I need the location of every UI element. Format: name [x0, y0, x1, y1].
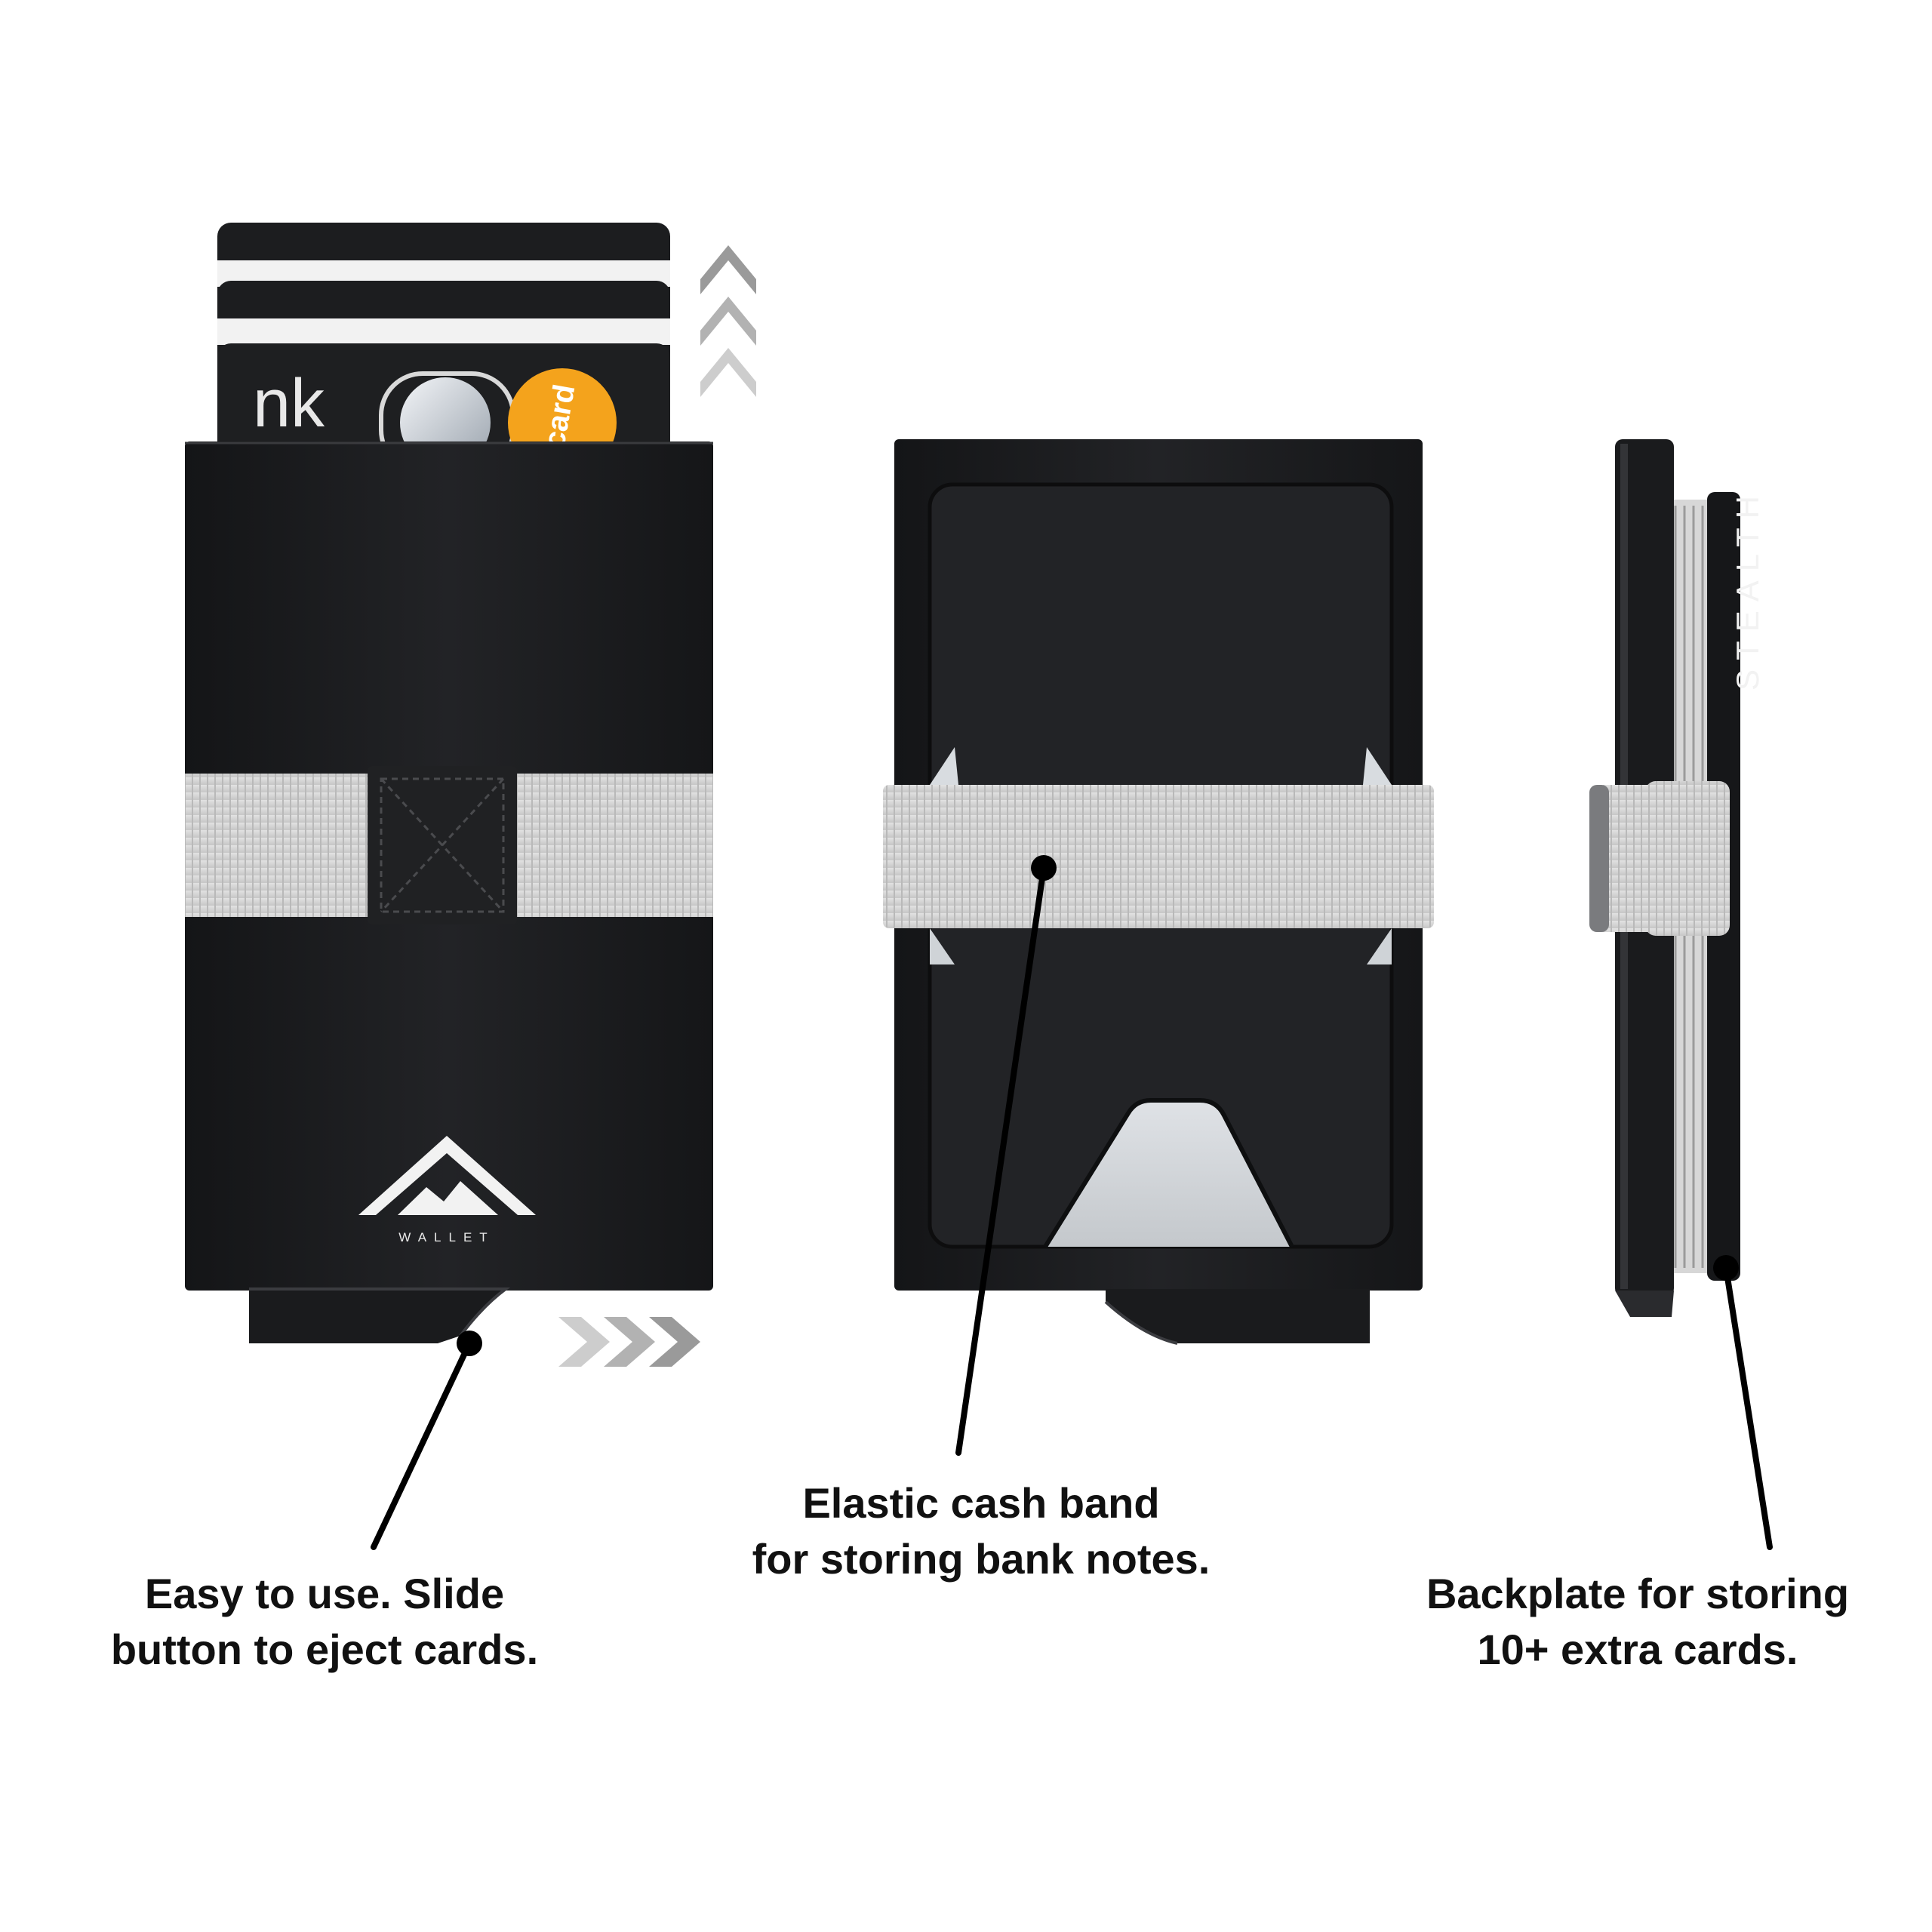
caption-slide-eject: Easy to use. Slide button to eject cards… [60, 1566, 589, 1678]
card-slot [1045, 1100, 1292, 1247]
caption-slide-line1: Easy to use. Slide [144, 1570, 505, 1617]
leather-tab [368, 766, 517, 924]
chevron-right-icon [558, 1317, 700, 1367]
card-partial-text: nk [253, 366, 325, 441]
chevron-up-icon [700, 245, 756, 397]
left-callout-line [371, 1340, 472, 1550]
left-wallet: nk rcard WALLET [185, 223, 756, 1550]
side-elastic-band [1598, 785, 1659, 932]
right-callout-line [1723, 1265, 1773, 1550]
wallet-logo-text: WALLET [398, 1230, 494, 1244]
middle-callout-line [955, 865, 1047, 1456]
caption-slide-line2: button to eject cards. [110, 1626, 539, 1673]
right-wallet-side: STEALTH [1589, 439, 1773, 1550]
mountain-logo-icon [358, 1136, 536, 1215]
caption-backplate-line2: 10+ extra cards. [1477, 1626, 1798, 1673]
caption-backplate: Backplate for storing 10+ extra cards. [1374, 1566, 1902, 1678]
brand-side-text: STEALTH [1730, 487, 1765, 691]
caption-backplate-line1: Backplate for storing [1426, 1570, 1850, 1617]
middle-wallet [883, 439, 1434, 1456]
caption-band-line1: Elastic cash band [802, 1479, 1160, 1527]
caption-cash-band: Elastic cash band for storing bank notes… [702, 1475, 1260, 1587]
caption-band-line2: for storing bank notes. [752, 1535, 1211, 1583]
slide-button [249, 1289, 506, 1343]
cash-elastic-band [883, 785, 1434, 928]
